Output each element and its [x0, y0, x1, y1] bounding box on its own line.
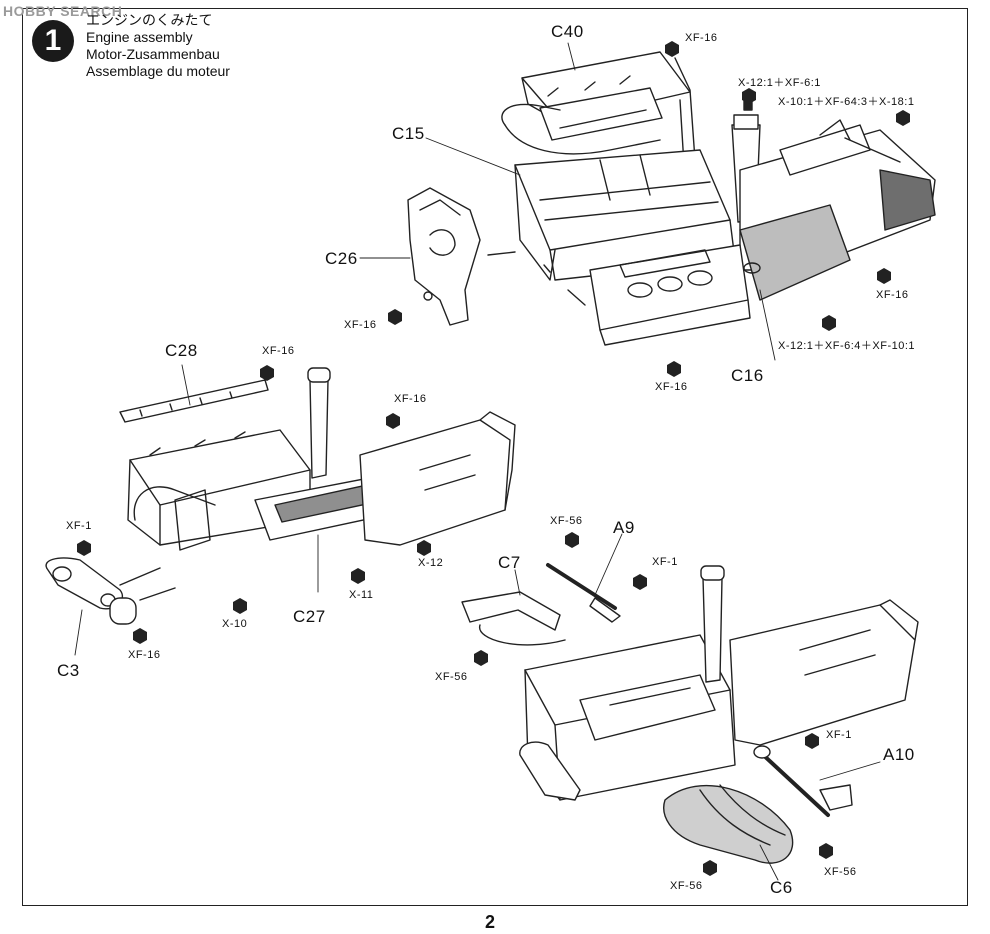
paint-callout: XF-16	[344, 319, 377, 331]
paint-callout: X-10	[222, 618, 248, 630]
paint-callout: XF-16	[655, 381, 688, 393]
paint-callout: X-12:1＋XF-6:4＋XF-10:1	[778, 340, 916, 352]
step-title-block: エンジンのくみたて Engine assembly Motor-Zusammen…	[86, 12, 230, 80]
paint-callout: XF-56	[550, 515, 583, 527]
part-label-a10: A10	[883, 745, 915, 764]
part-label-c27: C27	[293, 607, 326, 626]
paint-callout: X-10:1＋XF-64:3＋X-18:1	[778, 96, 915, 108]
instruction-frame	[22, 8, 968, 906]
paint-callout: XF-16	[262, 345, 295, 357]
bottom-engine-drawing	[461, 563, 919, 864]
watermark: HOBBY SEARCH	[3, 3, 123, 19]
paint-callout: X-12	[418, 557, 444, 569]
part-label-a9: A9	[613, 518, 635, 537]
step-title-fr: Assemblage du moteur	[86, 63, 230, 79]
page-number: 2	[485, 912, 496, 932]
paint-callout: X-11	[349, 589, 374, 601]
part-label-c6: C6	[770, 878, 793, 897]
part-label-c7: C7	[498, 553, 521, 572]
paint-callout: XF-16	[128, 649, 161, 661]
paint-callout: X-12:1＋XF-6:1	[738, 77, 821, 89]
paint-callout: XF-16	[876, 289, 909, 301]
paint-callout: XF-56	[670, 880, 703, 892]
step-title-de: Motor-Zusammenbau	[86, 46, 220, 62]
paint-marker-icons	[77, 41, 910, 876]
part-label-c40: C40	[551, 22, 584, 41]
paint-callout: XF-1	[652, 556, 678, 568]
paint-callout: XF-56	[824, 866, 857, 878]
part-label-c15: C15	[392, 124, 425, 143]
left-engine-drawing	[45, 367, 516, 625]
step-number-badge: 1	[32, 20, 74, 62]
paint-callout: XF-1	[66, 520, 92, 532]
paint-callout: XF-16	[394, 393, 427, 405]
step-title-ja: エンジンのくみたて	[86, 12, 213, 28]
paint-callout: XF-16	[685, 32, 718, 44]
part-label-c28: C28	[165, 341, 198, 360]
leader-lines	[74, 42, 881, 881]
paint-callout: XF-56	[435, 671, 468, 683]
paint-callout: XF-1	[826, 729, 852, 741]
step-title-en: Engine assembly	[86, 29, 193, 45]
top-engine-drawing	[407, 51, 936, 346]
part-label-c3: C3	[57, 661, 80, 680]
part-label-c26: C26	[325, 249, 358, 268]
part-label-c16: C16	[731, 366, 764, 385]
